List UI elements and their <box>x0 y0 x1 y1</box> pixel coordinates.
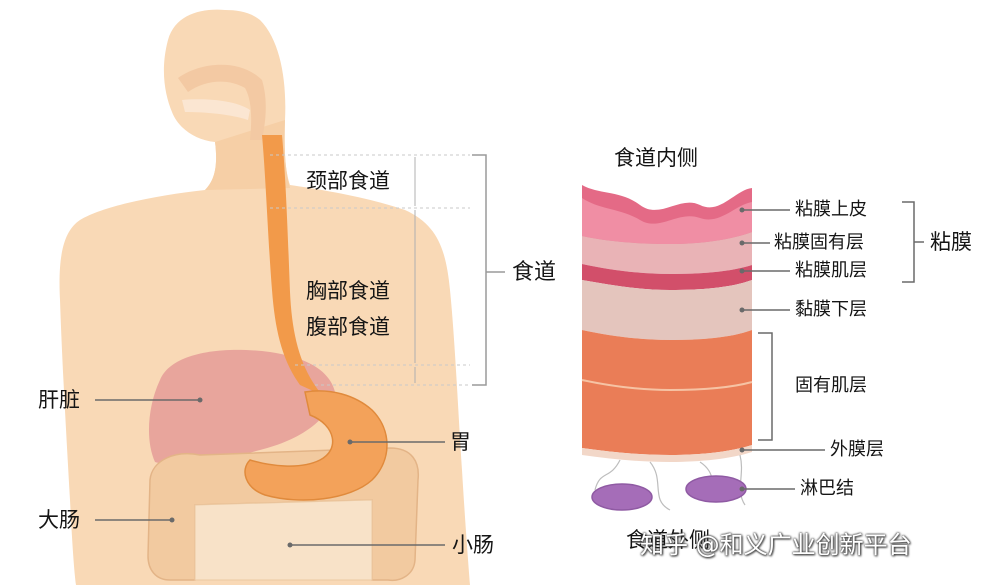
label-neck-esophagus: 颈部食道 <box>306 169 390 193</box>
label-outer-side: 食道外侧 <box>626 528 710 552</box>
label-muscularis-mucosae: 粘膜肌层 <box>795 260 867 281</box>
label-mucosa: 粘膜 <box>930 230 972 254</box>
label-small-intestine: 小肠 <box>452 533 494 557</box>
nasal-cavity <box>178 64 266 140</box>
oral-cavity <box>182 99 250 120</box>
label-thoracic-esophagus: 胸部食道 <box>306 279 390 303</box>
muscle-layer-boundary <box>581 379 753 392</box>
lymph-vessels <box>594 454 746 511</box>
label-mucosal-epithelium: 粘膜上皮 <box>795 199 867 220</box>
muscularis-mucosae-layer <box>582 264 752 290</box>
label-lamina-propria: 粘膜固有层 <box>774 232 864 253</box>
label-muscularis-propria: 固有肌层 <box>795 375 867 396</box>
liver-shape <box>148 349 335 465</box>
label-liver: 肝脏 <box>38 388 80 412</box>
muscularis-propria-layer <box>582 330 752 455</box>
submucosa-layer <box>582 280 752 340</box>
esophagus-tube <box>262 135 322 395</box>
epithelium-surface <box>582 198 752 244</box>
watermark: 知乎 @和义广业创新平台 <box>640 531 912 559</box>
segment-guides <box>270 154 505 386</box>
label-stomach: 胃 <box>450 430 471 454</box>
label-esophagus: 食道 <box>512 260 557 285</box>
label-large-intestine: 大肠 <box>38 508 80 532</box>
label-adventitia: 外膜层 <box>830 439 884 460</box>
lymph-node-2 <box>685 475 747 503</box>
lamina-propria-layer <box>582 232 752 274</box>
small-intestine-shape <box>194 499 373 581</box>
layer-leaders <box>739 201 924 492</box>
label-inner-side: 食道内侧 <box>614 146 698 170</box>
lymph-node-1 <box>591 483 653 511</box>
label-submucosa: 黏膜下层 <box>795 299 867 320</box>
adventitia-layer <box>582 445 752 462</box>
body-leaders <box>95 397 445 548</box>
label-abdominal-esophagus: 腹部食道 <box>306 315 390 339</box>
esophageal-wall-cross-section <box>581 185 753 511</box>
stomach-shape <box>244 390 388 501</box>
label-lymph-node: 淋巴结 <box>800 478 854 499</box>
